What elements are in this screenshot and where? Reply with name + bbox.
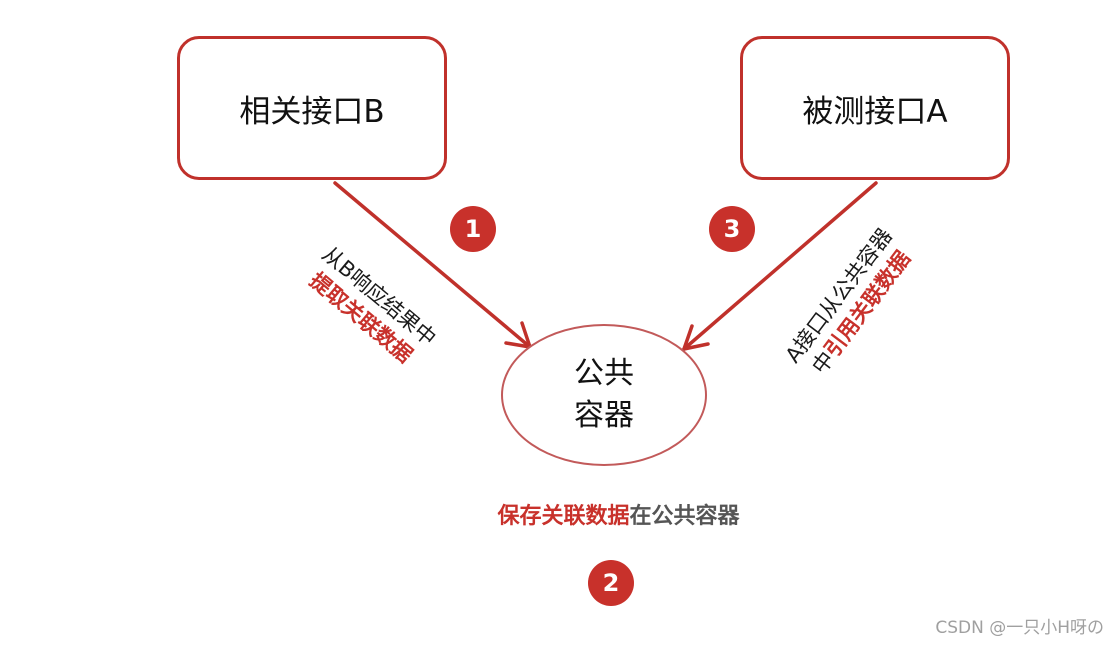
tested-api-a-box: 被测接口A (740, 36, 1010, 180)
container-label-line2: 容器 (574, 398, 634, 433)
step-1-badge: 1 (450, 206, 496, 252)
public-container-node: 公共 容器 (501, 324, 707, 466)
step-1-number: 1 (464, 215, 482, 243)
csdn-watermark: CSDN @一只小H呀の (935, 618, 1104, 638)
step-2-number: 2 (602, 569, 620, 597)
arrow-a-to-container (682, 181, 878, 351)
save-caption-rest: 在公共容器 (629, 504, 740, 529)
tested-api-a-label: 被测接口A (802, 93, 948, 130)
arrow-b-to-container (333, 181, 532, 349)
arrowhead-right (682, 324, 710, 351)
related-api-b-label: 相关接口B (239, 93, 385, 130)
step-3-badge: 3 (709, 206, 755, 252)
save-caption-emphasis: 保存关联数据 (497, 504, 630, 529)
save-data-caption: 保存关联数据在公共容器 (0, 498, 1110, 530)
step-2-badge: 2 (588, 560, 634, 606)
container-label-line1: 公共 (574, 356, 634, 391)
step-3-number: 3 (723, 215, 741, 243)
related-api-b-box: 相关接口B (177, 36, 447, 180)
